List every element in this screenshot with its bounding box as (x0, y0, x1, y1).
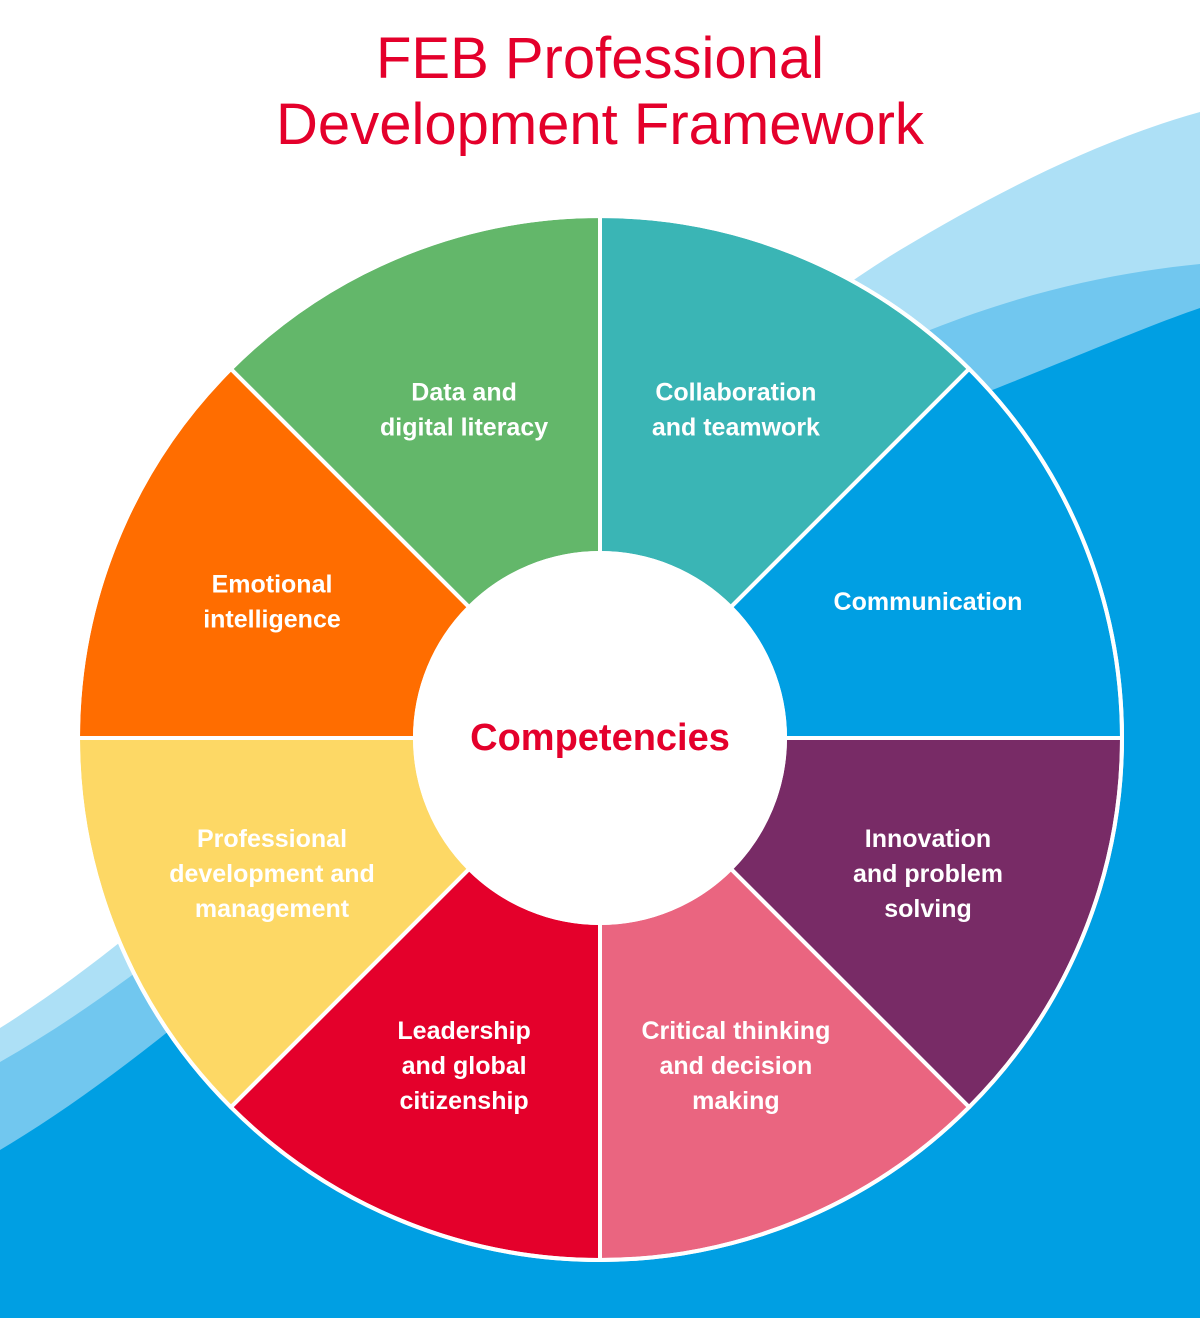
segment-label-critical-thinking: Critical thinking and decision making (641, 1017, 830, 1115)
segment-label-professional-development: Professional development and management (169, 825, 375, 923)
segment-label-line: Critical thinking (641, 1017, 830, 1045)
segment-label-emotional-intelligence: Emotional intelligence (203, 571, 341, 634)
segment-label-line: and decision (659, 1052, 812, 1080)
wheel-outer-rim (76, 214, 1124, 1262)
segment-label-line: solving (884, 895, 972, 923)
segment-label-data-literacy: Data and digital literacy (380, 379, 548, 442)
center-circle (413, 551, 787, 925)
title-line-1: FEB Professional (375, 26, 825, 91)
segment-label-line: Leadership (397, 1017, 530, 1045)
segment-label-line: and global (402, 1052, 527, 1080)
segment-label-line: citizenship (400, 1087, 529, 1115)
segment-label-line: management (195, 895, 350, 923)
segment-label-leadership: Leadership and global citizenship (397, 1017, 530, 1115)
segment-label-line: and problem (853, 860, 1003, 888)
segment-labels: Collaboration and teamworkCommunicationIn… (169, 379, 1022, 1116)
page-title: FEB Professional Development Framework (0, 26, 1200, 158)
segment-label-line: and teamwork (652, 414, 820, 442)
wheel-segments (76, 214, 1124, 1262)
segment-label-line: development and (169, 860, 375, 888)
segment-label-line: intelligence (203, 606, 341, 634)
segment-label-innovation: Innovation and problem solving (853, 825, 1003, 923)
segment-label-line: Emotional (212, 571, 333, 599)
title-line-2: Development Framework (276, 92, 924, 157)
segment-label-collaboration: Collaboration and teamwork (652, 379, 820, 442)
segment-label-line: Innovation (865, 825, 991, 853)
segment-label-communication: Communication (834, 588, 1023, 616)
segment-label-line: Data and (411, 379, 517, 407)
center-label: Competencies (470, 717, 730, 759)
segment-label-line: Communication (834, 588, 1023, 616)
segment-label-line: digital literacy (380, 414, 548, 442)
segment-label-line: Collaboration (655, 379, 816, 407)
segment-label-line: Professional (197, 825, 347, 853)
segment-label-line: making (692, 1087, 780, 1115)
